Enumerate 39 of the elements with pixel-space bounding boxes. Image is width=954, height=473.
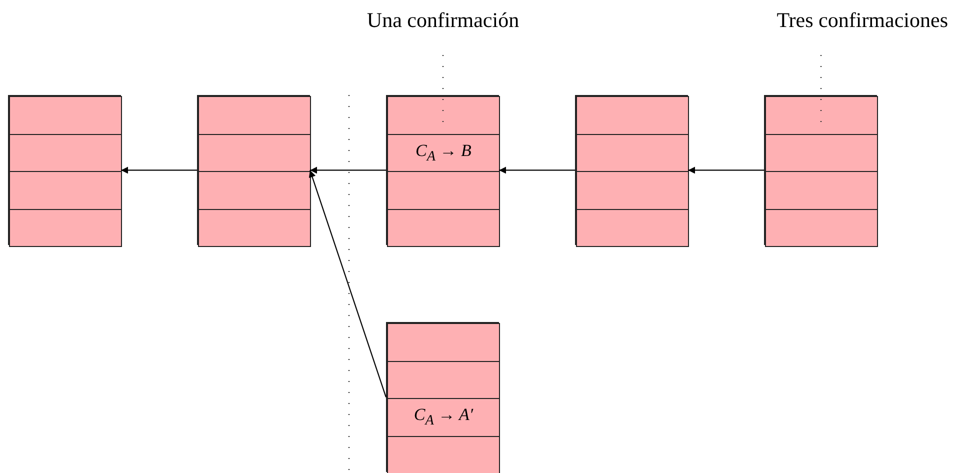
block-cell	[576, 171, 689, 210]
arrow	[499, 166, 575, 174]
block-stack	[8, 95, 121, 246]
block-cell	[387, 436, 500, 473]
block-cell	[9, 134, 122, 172]
block-stack	[386, 322, 499, 472]
block-cell	[198, 134, 311, 172]
block-stack	[197, 95, 310, 246]
heading-label: Tres confirmaciones	[776, 8, 948, 33]
arrow	[308, 170, 387, 398]
arrow	[121, 166, 197, 174]
block-stack	[575, 95, 688, 246]
block-cell	[9, 208, 122, 248]
block-cell	[9, 171, 122, 210]
block-stack	[386, 95, 499, 246]
block-stack	[764, 95, 877, 246]
block-cell	[198, 208, 311, 248]
block-cell	[576, 96, 689, 135]
transaction-text: C$_{A}$ → B	[416, 140, 472, 166]
block-cell	[387, 208, 500, 248]
block-cell	[765, 96, 878, 135]
block-cell	[576, 208, 689, 248]
block-cell	[387, 360, 500, 400]
transaction-text: C$_{A}$ → A′	[414, 405, 474, 430]
block-cell	[198, 96, 311, 135]
block-cell	[387, 323, 500, 362]
arrow	[310, 166, 386, 174]
block-cell	[9, 96, 122, 135]
block-cell	[198, 171, 311, 210]
heading-label: Una confirmación	[366, 8, 520, 33]
block-cell	[387, 398, 500, 437]
block-cell	[765, 134, 878, 172]
block-cell	[765, 208, 878, 248]
block-cell	[387, 171, 500, 210]
block-cell	[576, 134, 689, 172]
block-cell	[387, 96, 500, 135]
block-cell	[387, 134, 500, 172]
block-cell	[765, 171, 878, 210]
arrow	[688, 166, 764, 174]
